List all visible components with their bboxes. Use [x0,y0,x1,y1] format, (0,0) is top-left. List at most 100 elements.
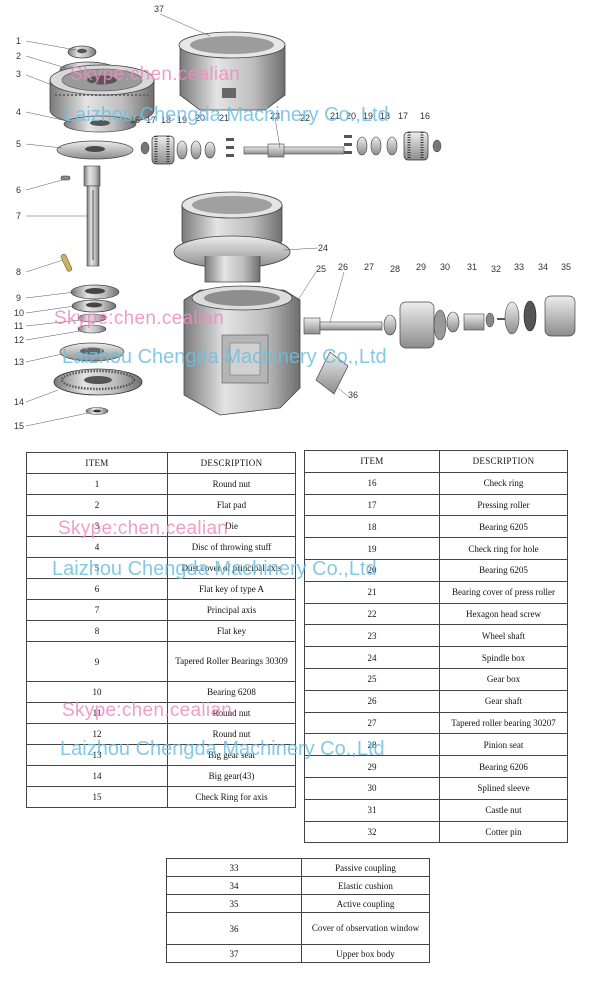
callout-13: 13 [14,357,24,367]
part-passive-coupling [504,301,520,335]
callout-35: 35 [561,262,571,272]
item-number-cell: 30 [304,776,440,800]
watermark-skype: Skype:chen.cealian [62,700,233,721]
callout-17b: 17 [398,111,408,121]
description-cell: Upper box body [301,944,430,963]
header-description: DESCRIPTION [167,452,296,474]
callout-9: 9 [16,293,21,303]
callout-17: 17 [146,115,156,125]
callout-32: 32 [491,264,501,274]
watermark-skype: Skype:chen.cealian [70,64,241,85]
callout-33: 33 [514,262,524,272]
item-number-cell: 25 [304,667,440,691]
description-cell: Flat pad [167,494,296,516]
item-number-cell: 34 [166,876,302,895]
part-disc-of-throwing-stuff [63,115,137,133]
part-dust-cover [56,140,134,160]
callout-29: 29 [416,262,426,272]
description-cell: Flat key [167,620,296,642]
description-cell: Passive coupling [301,858,430,877]
callout-23: 23 [270,111,280,121]
item-number-cell: 8 [26,620,168,642]
item-number-cell: 6 [26,578,168,600]
part-flat-key-a [60,175,71,181]
description-cell: Principal axis [167,599,296,621]
description-cell: Tapered Roller Bearings 30309 [167,641,296,682]
part-upper-box-body [178,31,286,111]
callout-numbers: 1 2 3 4 5 6 7 8 9 10 11 12 13 14 15 16 1… [14,4,571,431]
watermark-company: Laizhou Chengda Machinery Co.,Ltd [52,558,377,580]
description-cell: Check ring for hole [439,537,568,560]
item-number-cell: 17 [304,493,440,517]
callout-11: 11 [14,321,23,331]
item-number-cell: 35 [166,894,302,913]
part-bearing-6206 [446,311,460,333]
callout-30: 30 [440,262,450,272]
callout-5: 5 [16,139,21,149]
item-number-cell: 19 [304,537,440,560]
item-number-cell: 7 [26,599,168,621]
item-number-cell: 33 [166,858,302,877]
description-cell: Round nut [167,473,296,495]
callout-1: 1 [16,36,21,46]
watermark-company: Laizhou Chengda Machinery Co.,Ltd [62,346,387,368]
header-item: ITEM [304,450,440,473]
watermark-company: Laizhou Chengda Machinery Co.,Ltd [60,738,385,760]
description-cell: Splined sleeve [439,776,568,800]
callout-4: 4 [16,107,21,117]
part-splined-sleeve [463,313,485,331]
callout-21: 21 [219,113,229,123]
description-cell: Gear shaft [439,689,568,713]
description-cell: Pinion seat [439,733,568,757]
callout-18b: 18 [380,111,390,121]
watermark-skype: Skype:chen.cealian [58,518,229,539]
callout-6: 6 [16,185,21,195]
part-flat-key [60,253,73,272]
item-number-cell: 36 [166,912,302,945]
callout-20: 20 [195,113,205,123]
part-elastic-cushion [523,300,537,332]
description-cell: Cotter pin [439,820,568,844]
part-wheel-shaft [243,143,345,158]
callout-31: 31 [467,262,477,272]
description-cell: Check ring [439,471,568,495]
part-observation-window-cover [315,351,349,395]
callout-37: 37 [154,4,164,14]
item-number-cell: 24 [304,646,440,669]
header-item: ITEM [26,452,168,474]
item-number-cell: 15 [26,786,168,808]
callout-12: 12 [14,335,24,345]
header-description: DESCRIPTION [439,450,568,473]
part-pinion-seat [399,301,447,349]
item-number-cell: 37 [166,944,302,963]
callout-19: 19 [177,115,187,125]
callout-34: 34 [538,262,548,272]
callout-2: 2 [16,51,21,61]
part-hex-screws [226,135,352,157]
callout-18: 18 [161,115,171,125]
description-cell: Castle nut [439,798,568,822]
part-cotter-pin [497,318,505,320]
part-round-nut [67,45,97,59]
callout-25: 25 [316,264,326,274]
callout-14: 14 [14,397,24,407]
part-tapered-roller-bearing [70,284,120,300]
